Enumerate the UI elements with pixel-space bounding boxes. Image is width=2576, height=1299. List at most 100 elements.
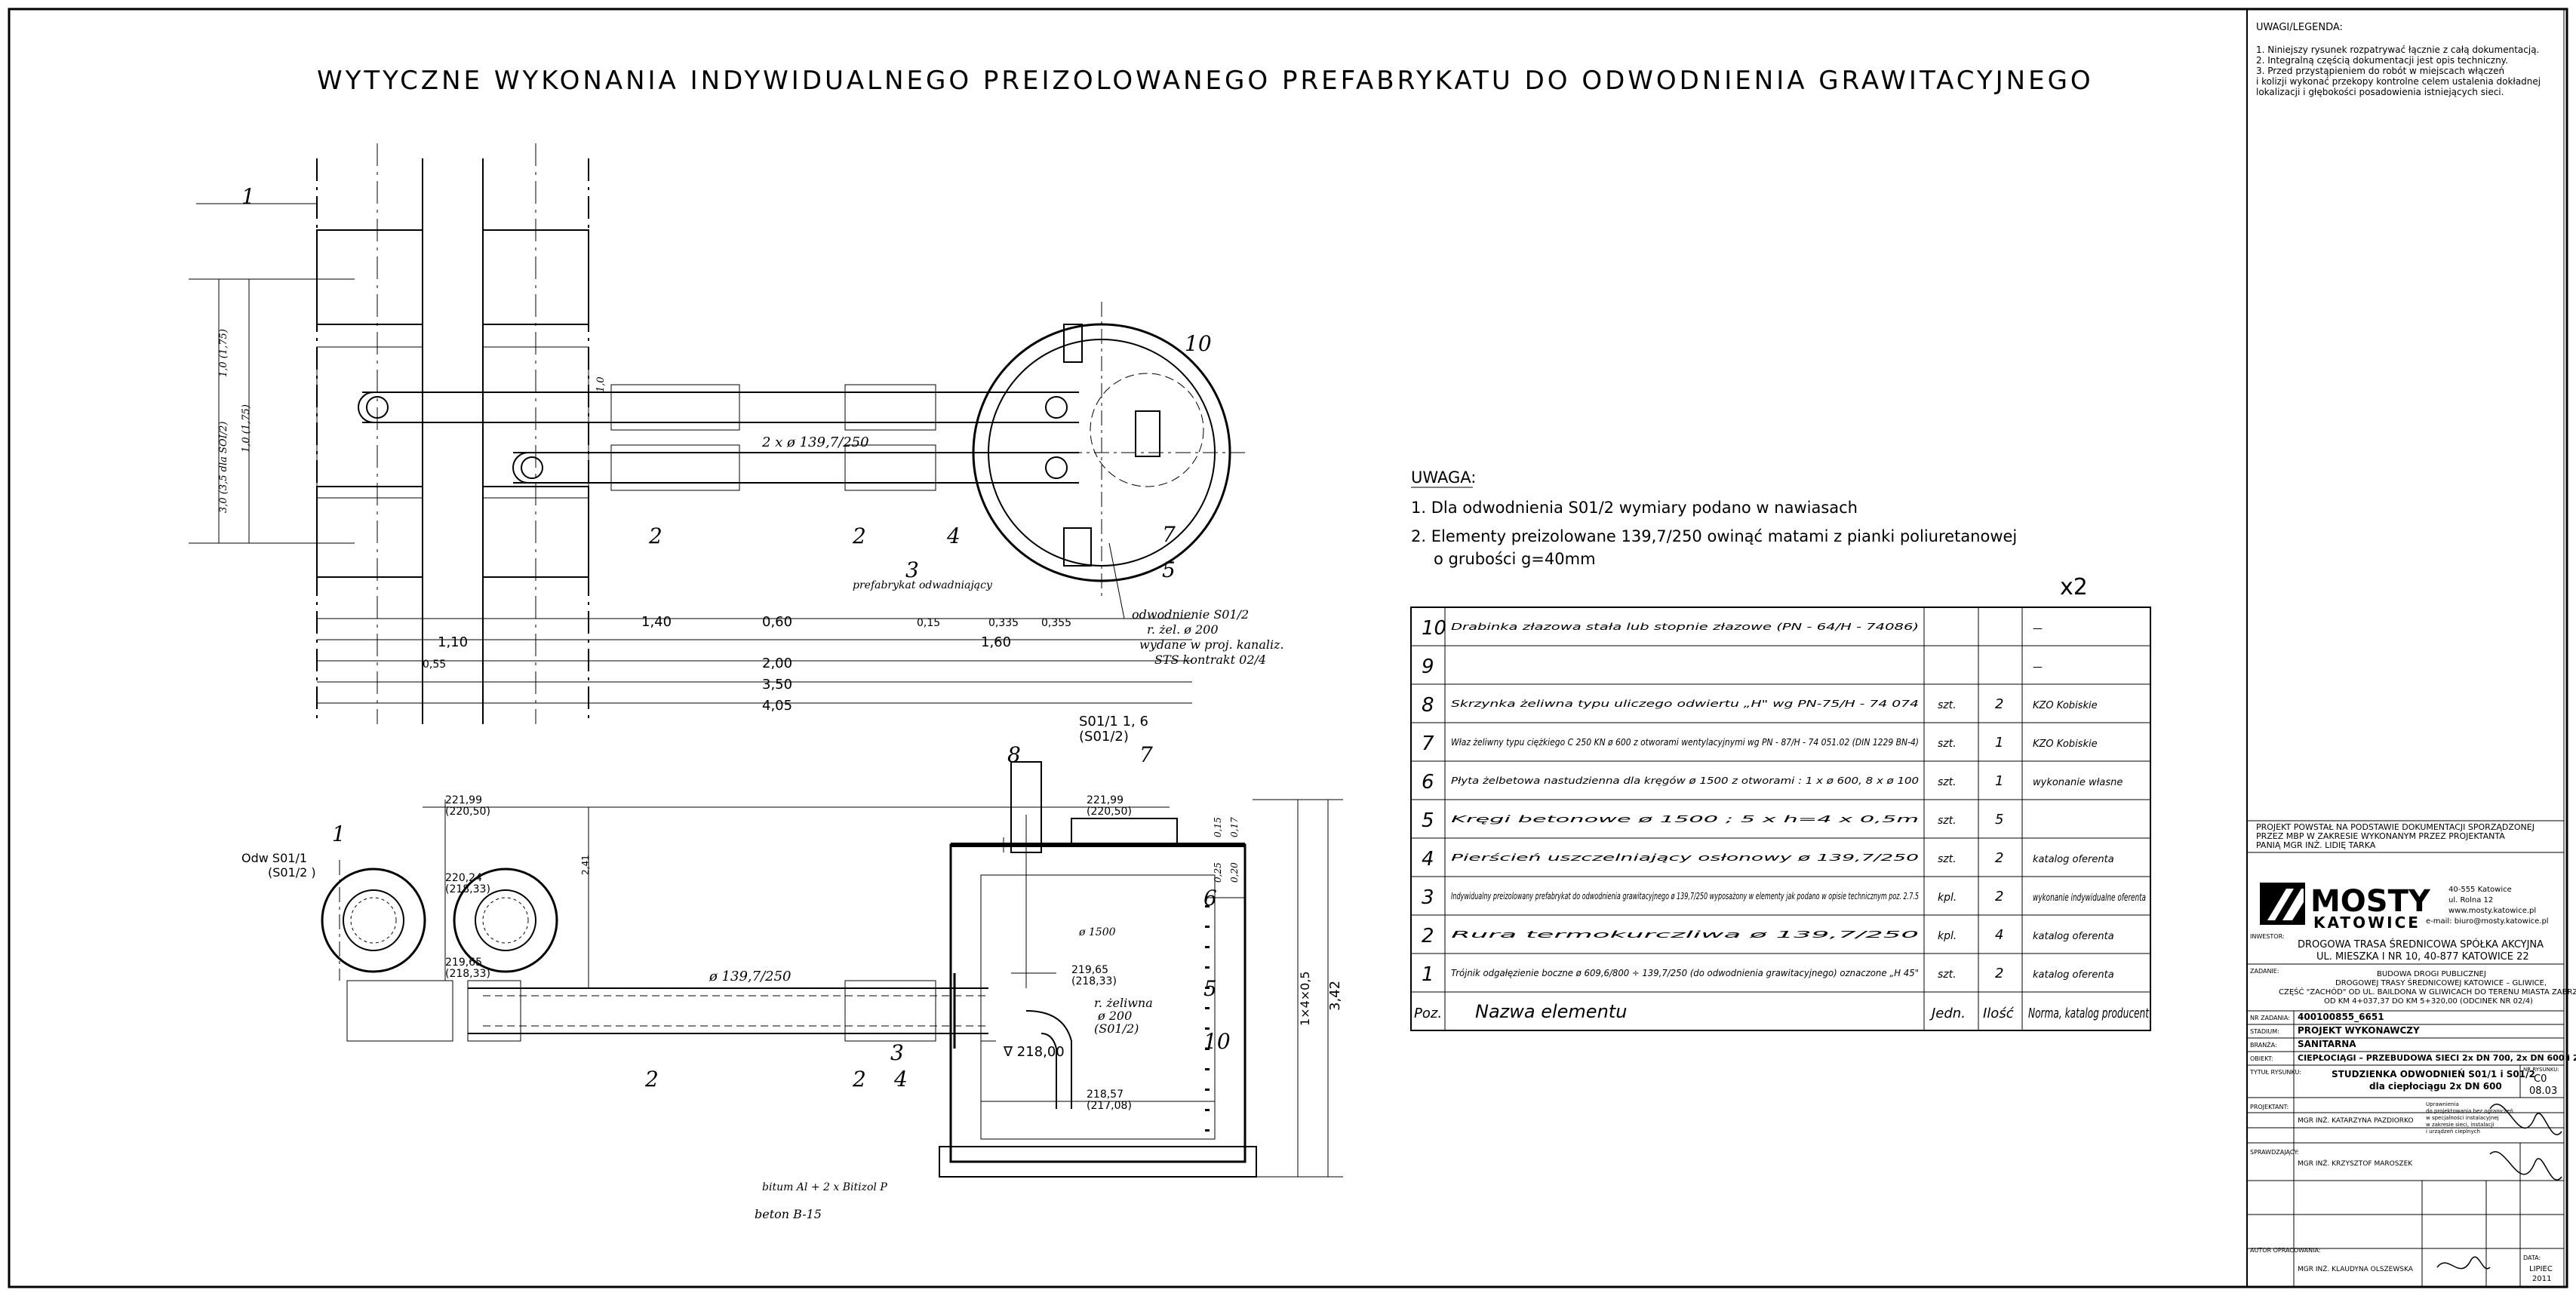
plan-callout-4: 4 [946, 524, 961, 548]
table-row-poz: 8 [1422, 694, 1434, 717]
zadanie-1: BUDOWA DROGI PUBLICZNEJ [2377, 970, 2486, 978]
elev-bottom-1: 218,57 [1087, 1089, 1124, 1101]
uprawnienia-2: do projektowania bez ograniczeń [2426, 1108, 2513, 1114]
uwaga-line-2b: o grubości g=40mm [1434, 550, 1596, 568]
elev-top-2: (220,50) [445, 806, 490, 818]
elev-mid-1: 220,24 [445, 872, 482, 884]
table-row-ilosc: 5 [1995, 812, 2003, 828]
branza: SANITARNA [2298, 1039, 2356, 1049]
branza-label: BRANŻA: [2250, 1041, 2277, 1049]
table-row-name: Drabinka złazowa stała lub stopnie złazo… [1451, 622, 1919, 632]
nr-rys-2: 08.03 [2529, 1086, 2557, 1097]
sec-callout-3: 3 [890, 1040, 904, 1065]
projektant: MGR INŻ. KATARZYNA PAZDIORKO [2298, 1116, 2414, 1125]
autor-label: AUTOR OPRACOWANIA: [2250, 1247, 2321, 1254]
rura-label-2: ø 200 [1097, 1009, 1132, 1023]
rysunek-1: STUDZIENKA ODWODNIEŃ S01/1 i S01/2 [2332, 1068, 2535, 1079]
company-name: MOSTY [2310, 884, 2431, 919]
zadanie-label: ZADANIE: [2250, 968, 2279, 975]
sec-callout-6: 6 [1203, 886, 1217, 911]
dim-025-s: 0,25 [1213, 862, 1223, 883]
address-3: www.mosty.katowice.pl [2448, 907, 2536, 915]
table-row-norma: KZO Kobiskie [2033, 739, 2098, 750]
address-4: e-mail: biuro@mosty.katowice.pl [2426, 917, 2549, 926]
plan-pipe-label: 2 x ø 139,7/250 [761, 435, 869, 450]
vdim-30: 3,0 (3,5 dla SOI/2) [218, 422, 229, 513]
odw-note-1: odwodnienie S01/2 [1132, 607, 1249, 622]
table-row-poz: 4 [1422, 848, 1434, 871]
well-diameter: ø 1500 [1078, 926, 1116, 938]
nr-zadania: 400100855_6651 [2298, 1012, 2384, 1023]
dim-055: 0,55 [423, 659, 446, 671]
projekt-note-1: PROJEKT POWSTAŁ NA PODSTAWIE DOKUMENTACJ… [2256, 822, 2535, 832]
dim-0335: 0,335 [988, 617, 1019, 629]
section-ref: S01/1 1, 6 [1079, 714, 1148, 729]
title-block [2246, 820, 2565, 1288]
sprawdzajacy-label: SPRAWDZAJĄCY: [2250, 1149, 2299, 1156]
table-row-poz: 5 [1422, 809, 1434, 832]
drawing-title: WYTYCZNE WYKONANIA INDYWIDUALNEGO PREIZO… [317, 66, 2094, 96]
table-row-jedn: szt. [1938, 699, 1957, 711]
table-row-jedn: kpl. [1938, 930, 1957, 942]
table-row-ilosc: 2 [1995, 889, 2003, 904]
rura-label-1: r. żeliwna [1094, 996, 1153, 1010]
table-row-ilosc: 1 [1995, 735, 2003, 751]
plan-callout-1: 1 [241, 184, 255, 209]
elev-right-top-1: 221,99 [1087, 794, 1124, 806]
table-row-poz: 10 [1422, 617, 1446, 640]
odw-note-3: wydane w proj. kanaliz. [1139, 637, 1284, 652]
prefab-label: prefabrykat odwadniający [853, 579, 993, 591]
plan-callout-10: 10 [1185, 331, 1212, 356]
date-year: 2011 [2532, 1275, 2551, 1283]
table-row-name: Skrzynka żeliwna typu uliczego odwiertu … [1451, 699, 1919, 709]
table-row-name: Kręgi betonowe ø 1500 ; 5 x h=4 x 0,5m [1451, 814, 1919, 825]
table-header-jedn: Jedn. [1929, 1006, 1966, 1021]
dim-0355: 0,355 [1041, 617, 1071, 629]
legend-line-1: 1. Niniejszy rysunek rozpatrywać łącznie… [2256, 45, 2539, 55]
section-view-labels: Odw S01/1 (S01/2 ) 221,99 (220,50) 220,2… [241, 742, 1343, 1221]
dim-020-s: 0,20 [1229, 862, 1240, 883]
legend-heading: UWAGI/LEGENDA: [2256, 22, 2343, 33]
plan-callout-2a: 2 [648, 524, 662, 548]
sec-callout-1: 1 [332, 821, 346, 846]
table-row-jedn: szt. [1938, 776, 1957, 788]
legend-notes: UWAGI/LEGENDA: 1. Niniejszy rysunek rozp… [2256, 22, 2541, 97]
signature-marks [2436, 1103, 2562, 1270]
plan-callout-5: 5 [1162, 557, 1176, 582]
elev-mid-2: (218,33) [445, 883, 490, 895]
table-row-poz: 3 [1422, 886, 1434, 909]
table-row-jedn: kpl. [1938, 892, 1957, 904]
table-row-ilosc: 2 [1995, 696, 2003, 712]
uwaga-heading: UWAGA: [1411, 468, 1476, 487]
stadium-label: STADIUM: [2250, 1028, 2279, 1035]
address-2: ul. Rolna 12 [2448, 896, 2493, 904]
sprawdzajacy: MGR INŻ. KRZYSZTOF MAROSZEK [2298, 1159, 2413, 1168]
inwestor-label: INWESTOR: [2250, 933, 2285, 940]
nr-rys-1: C0 [2534, 1073, 2547, 1085]
section-pipe-label: ø 139,7/250 [709, 969, 792, 984]
legend-line-3: 3. Przed przystąpieniem do robót w miejs… [2256, 66, 2504, 76]
table-row-norma: — [2033, 623, 2043, 634]
section-ref-2: (S01/2) [1079, 729, 1129, 745]
zadanie-2: DROGOWEJ TRASY ŚREDNICOWEJ KATOWICE – GL… [2335, 978, 2547, 987]
table-row-ilosc: 2 [1995, 966, 2003, 981]
table-row-ilosc: 2 [1995, 850, 2003, 866]
dim-160: 1,60 [981, 634, 1011, 650]
plan-callout-7: 7 [1162, 522, 1176, 547]
vdim-10c: 1,0 [595, 376, 607, 392]
table-header-ilosc: Ilość [1983, 1006, 2015, 1021]
title-block-text: PROJEKT POWSTAŁ NA PODSTAWIE DOKUMENTACJ… [2247, 822, 2576, 1283]
table-row-name: Pierścień uszczelniający osłonowy ø 139,… [1451, 852, 1920, 863]
dim-017-s: 0,17 [1229, 817, 1240, 837]
table-row-ilosc: 4 [1995, 927, 2003, 943]
table-row-norma: wykonanie indywidualne oferenta [2033, 892, 2146, 904]
rysunek-2: dla ciepłociągu 2x DN 600 [2369, 1081, 2502, 1092]
uprawnienia-4: w zakresie sieci, instalacji [2426, 1122, 2494, 1128]
bottom-label: bitum Al + 2 x Bitizol P [762, 1181, 887, 1193]
uprawnienia-1: Uprawnienia [2426, 1101, 2459, 1107]
table-border [1410, 607, 2151, 1031]
vdim-10a: 1,0 (1,75) [241, 404, 252, 453]
odw-note-2: r. żel. ø 200 [1147, 622, 1219, 637]
legend-line-2: 2. Integralną częścią dokumentacji jest … [2256, 55, 2508, 66]
dim-015-s: 0,15 [1213, 817, 1223, 837]
